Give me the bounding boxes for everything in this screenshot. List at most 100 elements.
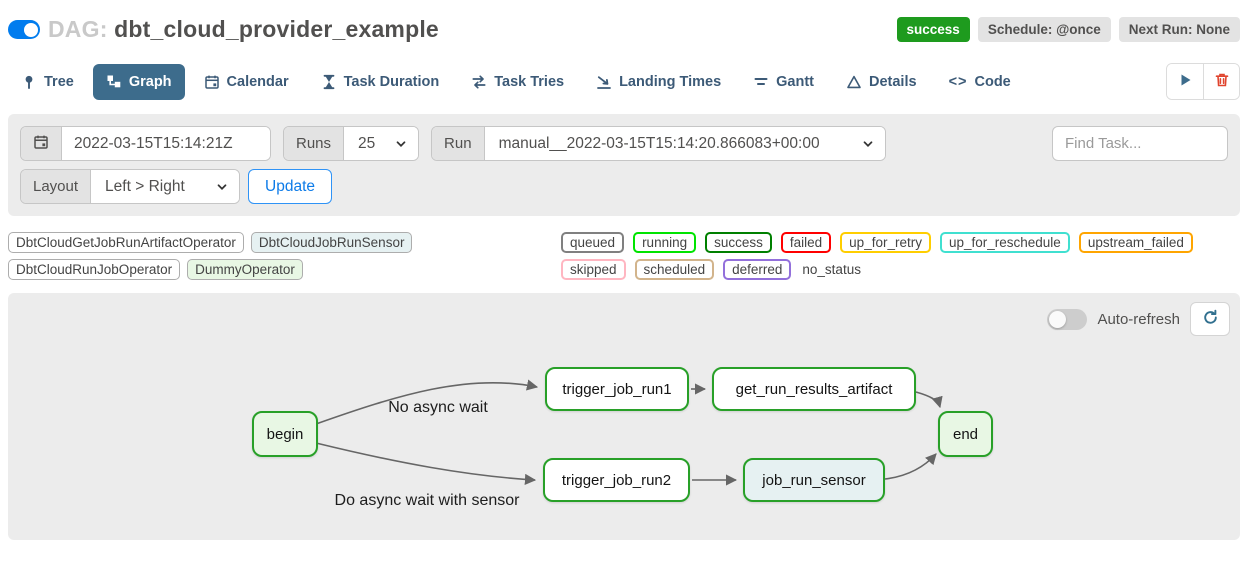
run-group: Run manual__2022-03-15T15:14:20.866083+0… (431, 126, 886, 161)
layout-group: Layout Left > Right (20, 169, 241, 204)
tab-calendar[interactable]: Calendar (191, 64, 302, 100)
find-task-input[interactable] (1052, 126, 1228, 161)
calendar-icon (204, 74, 220, 90)
status-badge-failed: failed (780, 232, 832, 253)
edge-get_run_results_artifact-to-end (915, 391, 943, 409)
run-label: Run (432, 127, 485, 160)
status-badge-no_status: no_status (802, 262, 861, 277)
next-run-badge: Next Run: None (1118, 17, 1240, 42)
refresh-icon (1202, 309, 1219, 329)
tab-details[interactable]: Details (833, 64, 930, 100)
graph-node-get_run_results_artifact[interactable]: get_run_results_artifact (712, 367, 916, 411)
dag-name: dbt_cloud_provider_example (114, 16, 439, 42)
dag-action-buttons (1166, 63, 1240, 100)
filter-row-2: Layout Left > Right Update (20, 169, 1228, 204)
play-icon (1177, 72, 1193, 91)
trash-icon (1214, 72, 1230, 91)
dag-header: DAG: dbt_cloud_provider_example success … (0, 0, 1248, 43)
graph-node-job_run_sensor[interactable]: job_run_sensor (743, 458, 885, 502)
runs-label: Runs (284, 127, 345, 160)
view-tabbar: Tree Graph Calendar Task Duration Task Tries… (0, 43, 1248, 100)
edge-label: Do async wait with sensor (334, 492, 520, 509)
status-badge: success (896, 17, 970, 42)
pin-icon (21, 74, 37, 90)
status-legend: queued running success failed up_for_retry up… (561, 232, 1240, 280)
tab-landing-times[interactable]: Landing Times (583, 64, 734, 100)
runs-select-value: 25 (358, 134, 376, 152)
operator-badge-dbtcloudrunjoboperator: DbtCloudRunJobOperator (8, 259, 181, 280)
graph-node-begin[interactable]: begin (252, 411, 318, 457)
layout-label: Layout (21, 170, 92, 203)
runs-group: Runs 25 (283, 126, 420, 161)
tab-label: Tree (44, 73, 74, 90)
tab-code[interactable]: <> Code (936, 64, 1024, 100)
calendar-icon (33, 134, 49, 154)
view-tabs: Tree Graph Calendar Task Duration Task Tries… (8, 63, 1024, 100)
tab-label: Task Tries (494, 73, 565, 90)
dag-edges (315, 379, 943, 486)
toggle-knob (1049, 310, 1067, 328)
operator-badge-dbtcloudjobrunsensor: DbtCloudJobRunSensor (250, 232, 413, 253)
run-select[interactable]: manual__2022-03-15T15:14:20.866083+00:00 (484, 127, 885, 160)
schedule-badge: Schedule: @once (977, 17, 1111, 42)
tab-label: Calendar (226, 73, 289, 90)
update-button[interactable]: Update (248, 169, 333, 204)
edge-label: No async wait (388, 399, 488, 416)
chevron-down-icon (215, 180, 229, 194)
auto-refresh-toggle[interactable] (1047, 308, 1088, 330)
tab-gantt[interactable]: Gantt (740, 64, 827, 100)
layout-select-value: Left > Right (105, 177, 185, 195)
tab-label: Code (974, 73, 1011, 90)
filter-panel: Runs 25 Run manual__2022-03-15T15:14:20.… (8, 114, 1240, 216)
tab-label: Details (869, 73, 917, 90)
tab-label: Task Duration (343, 73, 440, 90)
hourglass-icon (321, 74, 337, 90)
find-task-wrap (1052, 126, 1228, 161)
status-badge-queued: queued (561, 232, 625, 253)
tab-label: Graph (128, 73, 172, 90)
status-badge-upstream_failed: upstream_failed (1078, 232, 1193, 253)
trigger-dag-button[interactable] (1167, 64, 1203, 99)
layout-select[interactable]: Left > Right (91, 170, 240, 203)
chevron-down-icon (394, 137, 408, 151)
calendar-addon (21, 127, 62, 160)
graph-controls: Auto-refresh (1047, 302, 1230, 336)
tab-graph[interactable]: Graph (92, 63, 185, 100)
base-date-group (20, 126, 271, 161)
status-badge-success: success (705, 232, 772, 253)
status-badge-running: running (633, 232, 697, 253)
status-badge-deferred: deferred (723, 259, 792, 280)
graph-node-end[interactable]: end (938, 411, 993, 457)
tab-label: Gantt (776, 73, 814, 90)
header-badges: success Schedule: @once Next Run: None (896, 17, 1240, 42)
status-badge-up_for_reschedule: up_for_reschedule (939, 232, 1070, 253)
edge-begin-to-trigger_job_run2 (315, 442, 537, 485)
delete-dag-button[interactable] (1203, 64, 1239, 99)
page-title: DAG: dbt_cloud_provider_example (48, 16, 439, 43)
runs-select[interactable]: 25 (344, 127, 419, 160)
run-select-value: manual__2022-03-15T15:14:20.866083+00:00 (498, 134, 820, 152)
graph-icon (106, 74, 122, 90)
chevron-down-icon (861, 137, 875, 151)
code-icon: <> (948, 73, 968, 90)
operator-badge-dummyoperator: DummyOperator (187, 259, 303, 280)
filter-row-1: Runs 25 Run manual__2022-03-15T15:14:20.… (20, 126, 1228, 161)
tab-tree[interactable]: Tree (8, 64, 87, 100)
graph-node-trigger_job_run1[interactable]: trigger_job_run1 (545, 367, 689, 411)
repeat-icon (471, 74, 487, 90)
status-badge-up_for_retry: up_for_retry (840, 232, 931, 253)
gantt-icon (753, 74, 769, 90)
operator-badge-dbtcloudgetjobrunartifactoperator: DbtCloudGetJobRunArtifactOperator (8, 232, 244, 253)
refresh-button[interactable] (1190, 302, 1230, 336)
edge-job_run_sensor-to-end (884, 453, 937, 480)
auto-refresh-label: Auto-refresh (1097, 310, 1180, 328)
base-date-input[interactable] (62, 127, 270, 160)
toggle-knob (23, 22, 38, 37)
graph-node-trigger_job_run2[interactable]: trigger_job_run2 (543, 458, 690, 502)
plane-landing-icon (596, 74, 612, 90)
tab-task-tries[interactable]: Task Tries (458, 64, 577, 100)
dag-pause-toggle[interactable] (8, 20, 40, 39)
edge-begin-to-trigger_job_run1 (315, 379, 539, 425)
tab-task-duration[interactable]: Task Duration (308, 64, 453, 100)
